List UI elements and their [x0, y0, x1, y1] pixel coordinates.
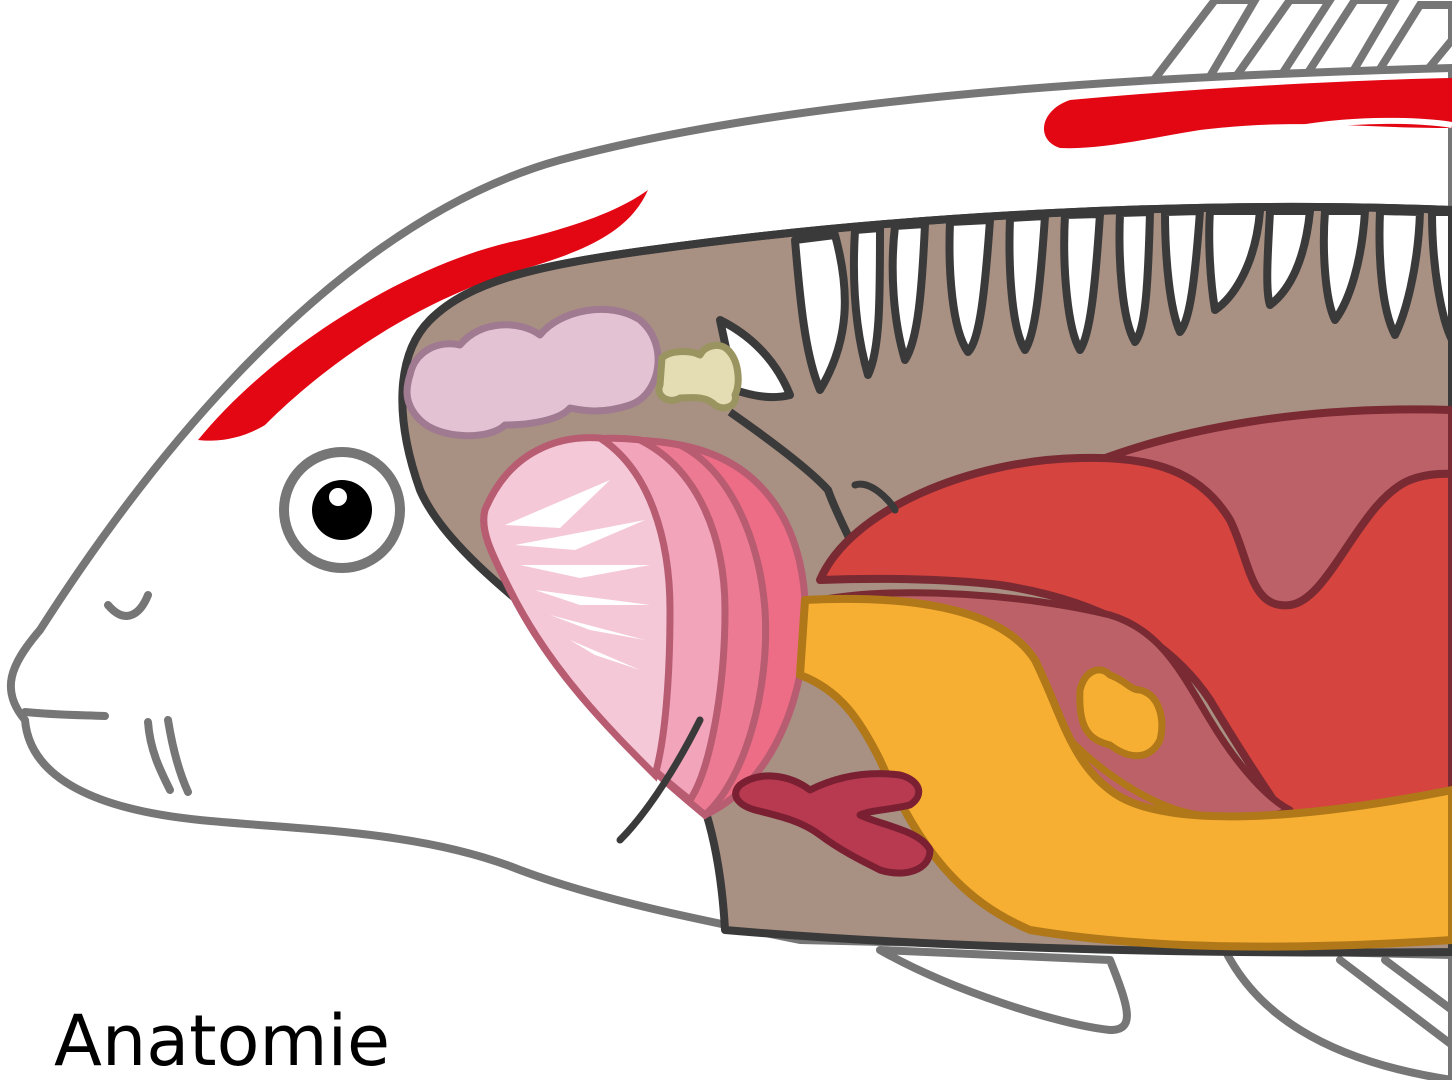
eye — [284, 452, 400, 568]
pelvic-fin — [880, 950, 1452, 1080]
pituitary — [659, 345, 738, 407]
mouth — [25, 712, 105, 716]
page-title: Anatomie — [54, 1006, 390, 1076]
